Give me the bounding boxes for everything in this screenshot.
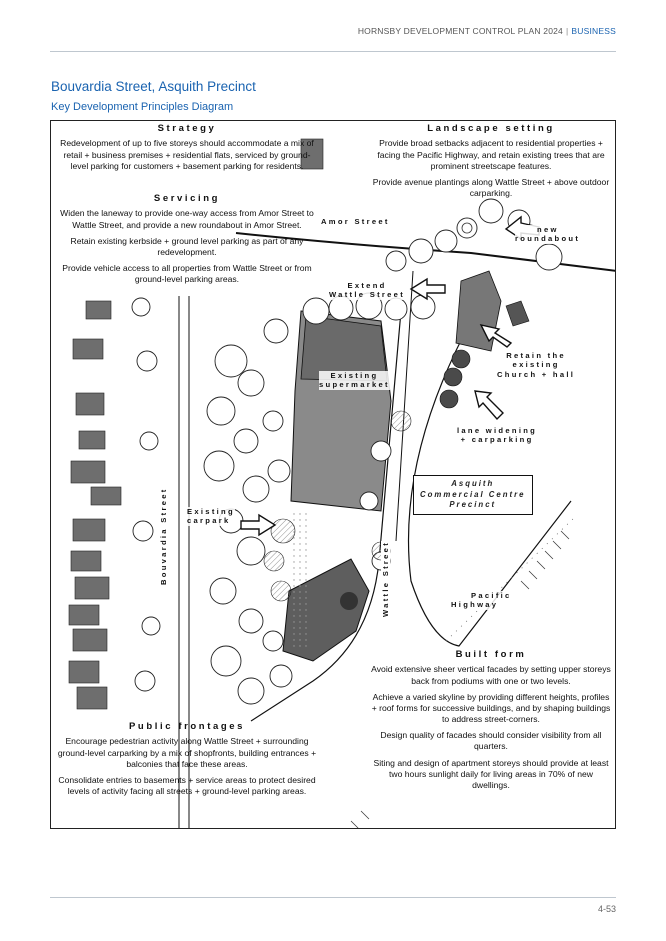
label-precinct-line1: Asquith [451,479,495,488]
page-number: 4-53 [597,904,616,914]
label-extend-wattle-line1: Extend [347,281,387,290]
label-precinct-line2: Commercial Centre [420,489,526,499]
built-form-text-2: Achieve a varied skyline by providing di… [371,691,611,725]
label-lane-line1: lane widening [457,426,538,435]
strategy-heading: Strategy [157,123,217,134]
arrow-lane [474,390,504,421]
built-form-panel: Built form Avoid extensive sheer vertica… [369,649,613,797]
header-rule [50,51,616,52]
public-frontages-text-1: Encourage pedestrian activity along Watt… [57,736,317,769]
avenue-trees [439,349,471,409]
label-bouvardia-street: Bouvardia Street [159,487,168,585]
section-link[interactable]: BUSINESS [571,26,616,36]
label-retain-church: Retain the existing Church + hall [497,351,576,380]
built-form-heading: Built form [455,649,527,660]
bouvardia-houses [68,138,324,710]
public-frontages-heading: Public frontages [128,721,246,732]
label-lane-widening: lane widening + carparking [457,426,538,445]
built-form-text-1: Avoid extensive sheer vertical facades b… [371,664,611,686]
church-hall-building [455,270,502,352]
label-church-line3: Church + hall [497,369,576,379]
public-frontages-panel: Public frontages Encourage pedestrian ac… [57,721,317,802]
strategy-text: Redevelopment of up to five storeys shou… [60,138,314,171]
label-church-line1: Retain the [506,351,566,360]
built-form-text-3: Design quality of facades should conside… [380,730,602,752]
landscape-panel: Landscape setting Provide broad setbacks… [369,123,613,204]
arrow-carpark [240,513,277,537]
arrow-church [479,323,513,348]
roundabout-symbol [456,217,478,239]
built-form-text-4: Siting and design of apartment storeys s… [373,757,609,790]
label-highway-line2: Highway [451,600,499,610]
label-extend-wattle-line2: Wattle Street [329,290,406,300]
label-existing-supermarket: Existing supermarket [319,371,390,390]
label-new-roundabout: new roundabout [515,225,581,244]
landscape-text-1: Provide broad setbacks adjacent to resid… [377,138,605,171]
label-new-roundabout-line1: new [537,225,559,234]
label-wattle-street: Wattle Street [381,540,390,617]
label-carpark-line1: Existing [187,507,235,516]
label-supermarket-line1: Existing [330,371,379,380]
corner-building [340,592,358,610]
diagram-frame: Strategy Redevelopment of up to five sto… [50,120,616,829]
label-supermarket-line2: supermarket [319,380,390,390]
arrow-wattle-extend [409,277,446,301]
label-highway-line1: Pacific [471,591,512,600]
pacific-highway-road [407,320,572,647]
label-extend-wattle: Extend Wattle Street [329,281,406,300]
servicing-heading: Servicing [153,193,221,204]
servicing-text-1: Widen the laneway to provide one-way acc… [60,208,314,230]
servicing-text-2: Retain existing kerbside + ground level … [70,235,304,257]
plan-name: HORNSBY DEVELOPMENT CONTROL PLAN 2024 [357,26,563,36]
highway-ticks [350,530,570,828]
wattle-street-road [250,310,402,722]
strategy-panel: Strategy Redevelopment of up to five sto… [57,123,317,177]
label-precinct-box: Asquith Commercial Centre Precinct [413,475,533,515]
footer-rule [50,897,616,898]
servicing-panel: Servicing Widen the laneway to provide o… [57,193,317,290]
label-new-roundabout-line2: roundabout [515,234,581,244]
header-separator: | [565,26,569,36]
amor-street-road [235,232,615,272]
servicing-text-3: Provide vehicle access to all properties… [62,263,312,285]
label-church-line2: existing [512,360,560,370]
landscape-text-2: Provide avenue plantings along Wattle St… [372,176,610,199]
label-existing-carpark: Existing carpark [187,507,235,526]
page-title: Bouvardia Street, Asquith Precinct [51,79,256,94]
page-subtitle: Key Development Principles Diagram [51,101,234,113]
label-lane-line2: + carparking [460,435,534,445]
public-frontages-text-2: Consolidate entries to basements + servi… [58,774,316,797]
landscape-heading: Landscape setting [427,123,555,134]
label-carpark-line2: carpark [187,516,231,526]
label-precinct-line3: Precinct [449,500,497,510]
label-amor-street: Amor Street [321,217,390,227]
running-header: HORNSBY DEVELOPMENT CONTROL PLAN 2024|BU… [358,26,616,36]
label-pacific-highway: Pacific Highway [451,591,512,610]
